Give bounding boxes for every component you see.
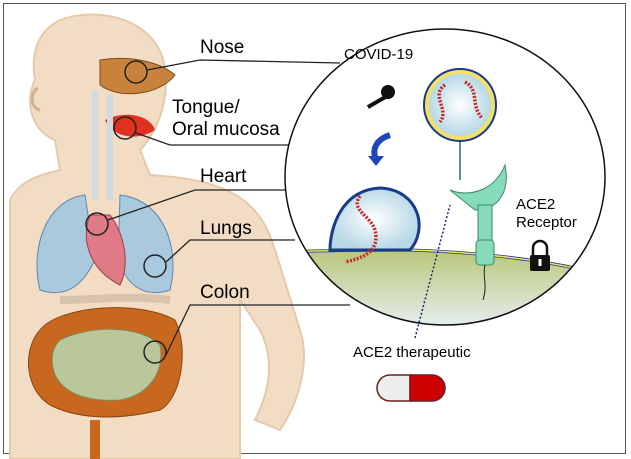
lock-icon	[530, 239, 550, 271]
heart	[85, 214, 126, 286]
ace2-receptor	[449, 163, 507, 301]
label-colon: Colon	[200, 282, 250, 303]
label-receptor: Receptor	[516, 214, 577, 231]
label-ace2: ACE2	[516, 196, 556, 213]
airway	[92, 90, 113, 200]
key-icon	[366, 85, 395, 109]
label-tongue-line1: Tongue/	[172, 97, 240, 118]
figure-border	[3, 3, 626, 454]
label-tongue-line2: Oral mucosa	[172, 119, 280, 140]
pill-icon	[376, 374, 446, 402]
small-intestine	[51, 328, 162, 401]
leader-lines	[107, 59, 350, 356]
nasal-cavity	[99, 57, 176, 95]
label-nose: Nose	[200, 37, 245, 58]
left-lung	[36, 194, 96, 294]
label-ace2-therapeutic: ACE2 therapeutic	[353, 344, 471, 361]
esophagus-stomach	[59, 293, 171, 304]
viral-rna	[344, 194, 378, 264]
therapeutic-pointer	[414, 204, 451, 339]
endocytosed-virus	[328, 186, 421, 252]
organ-markers	[85, 60, 167, 364]
label-heart: Heart	[200, 166, 247, 187]
label-lungs: Lungs	[200, 218, 252, 239]
coronavirus	[423, 68, 497, 180]
ear	[30, 86, 41, 112]
right-lung	[117, 194, 174, 294]
label-covid19: COVID-19	[344, 46, 414, 63]
